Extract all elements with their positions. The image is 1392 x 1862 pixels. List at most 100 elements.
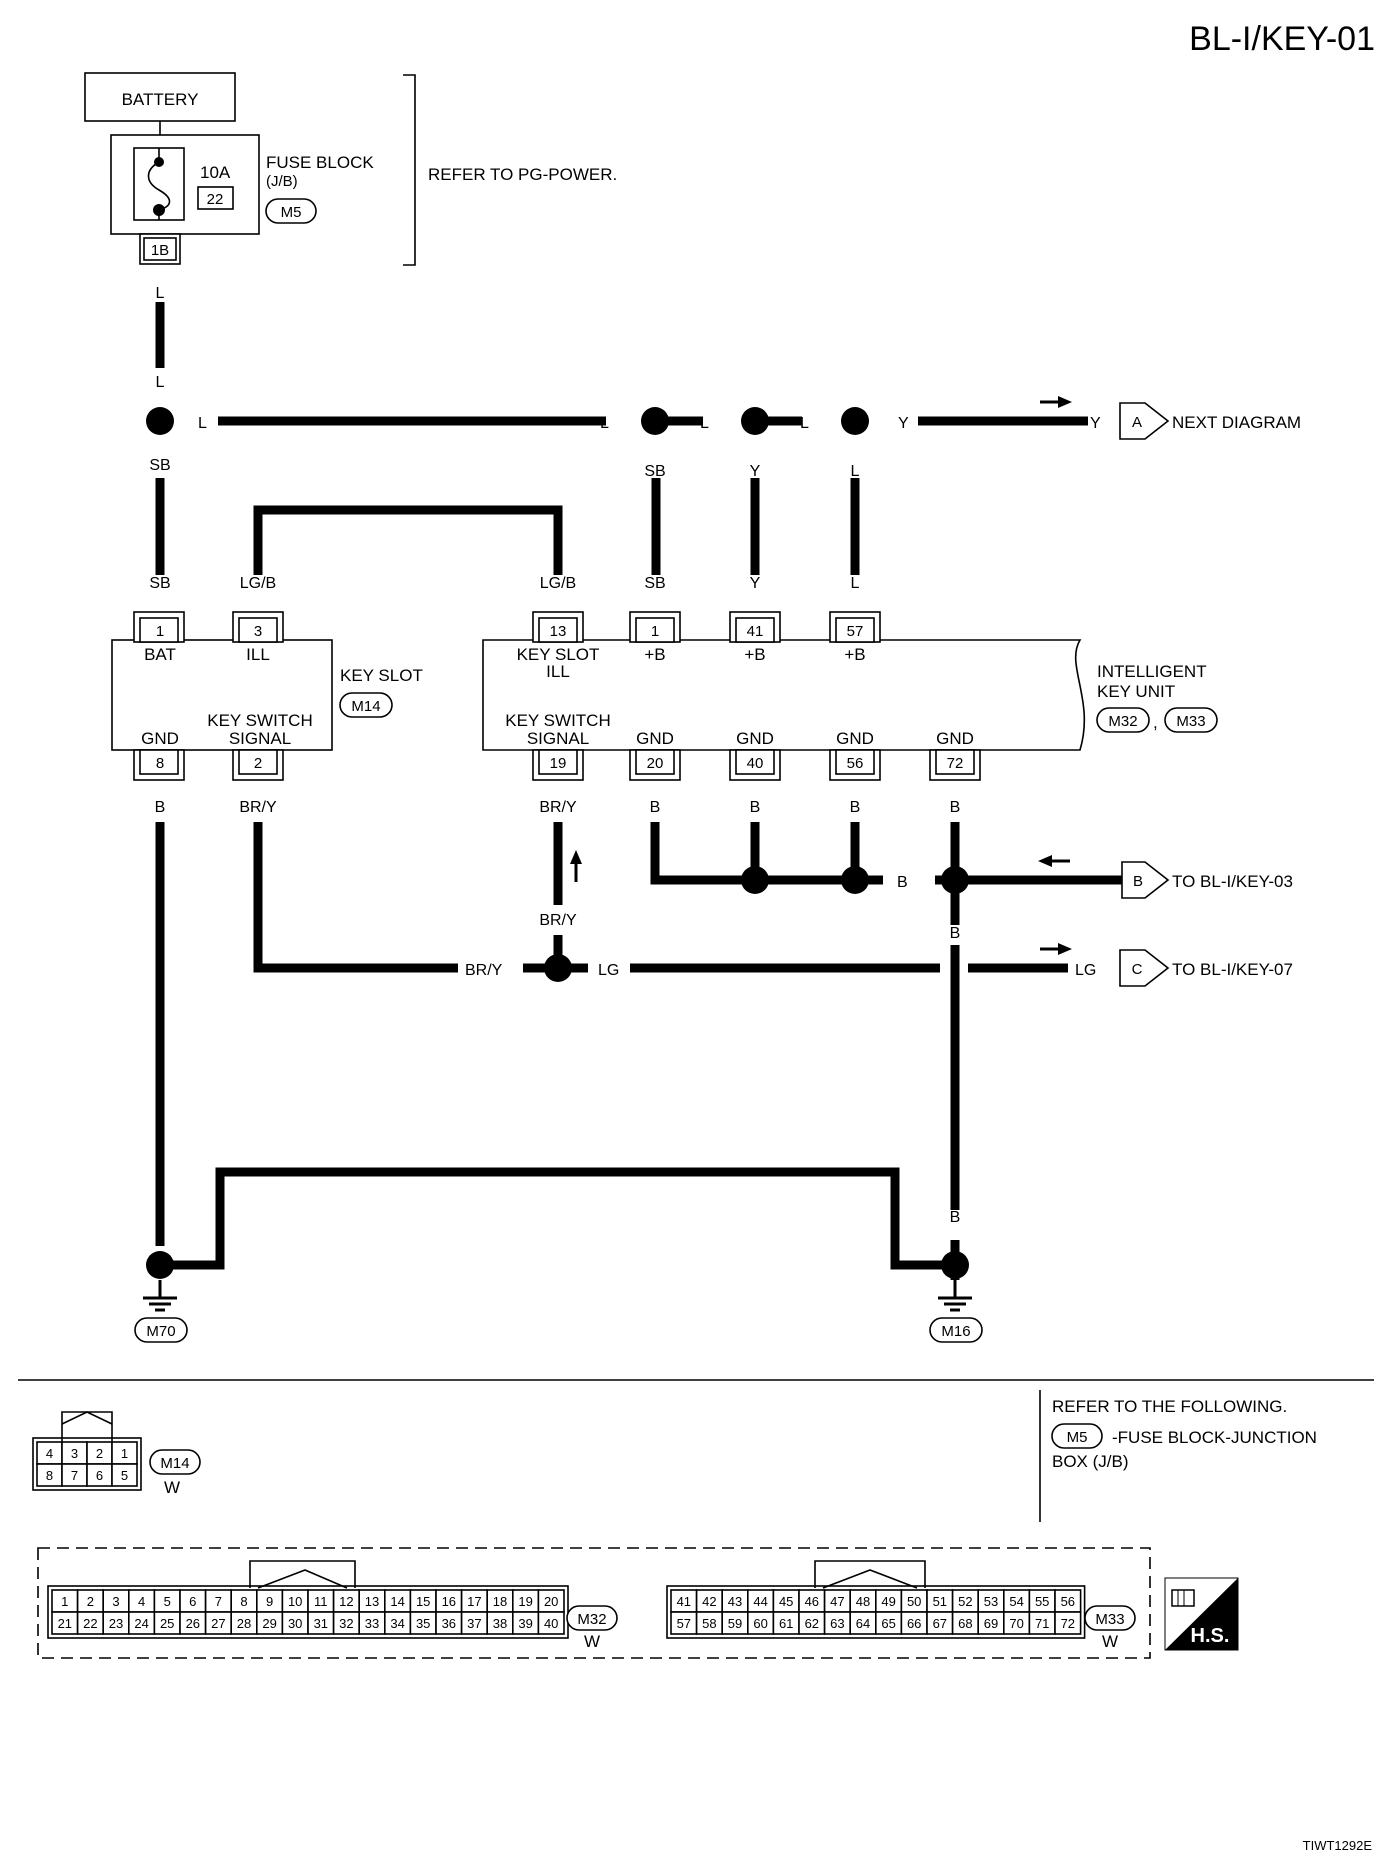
m33-pin-label: 68 (958, 1616, 972, 1631)
m32-pin-label: 5 (164, 1594, 171, 1609)
flow-arrows (570, 396, 1072, 955)
fuse-block-name: FUSE BLOCK (266, 153, 374, 172)
svg-text:40: 40 (747, 755, 764, 772)
iku-key-slot-ill-2: ILL (546, 662, 570, 681)
wire-label: BR/Y (239, 799, 277, 816)
iku-gnd-label: GND (736, 729, 774, 748)
key-slot-terminal-3: 3 (232, 611, 284, 643)
m32-pin-label: 39 (518, 1616, 532, 1631)
fuse-block-sub: (J/B) (266, 173, 298, 190)
legend-refer: REFER TO THE FOLLOWING. M5 -FUSE BLOCK-J… (1051, 1397, 1317, 1471)
svg-text:72: 72 (947, 755, 964, 772)
wire-label: B (750, 799, 761, 816)
svg-text:A: A (1132, 414, 1142, 431)
svg-text:,: , (1153, 713, 1158, 732)
m32-pin-label: 32 (339, 1616, 353, 1631)
m32-pin-label: 23 (109, 1616, 123, 1631)
arrow-a-text: NEXT DIAGRAM (1172, 413, 1301, 432)
fuse-connector: M5 (281, 204, 302, 221)
iku-gnd-label: GND (836, 729, 874, 748)
m14-pin-label: 2 (96, 1446, 103, 1461)
iku-terminal-41: 41 (729, 611, 781, 643)
m33-pin-label: 47 (830, 1594, 844, 1609)
iku-terminal-19: 19 (532, 749, 584, 781)
wires (155, 302, 1122, 1280)
fuse-rating: 10A (200, 163, 231, 182)
wire-label: L (156, 285, 165, 302)
iku-terminal-1: 1 (629, 611, 681, 643)
m32-pin-label: 24 (134, 1616, 148, 1631)
legend-m32-name: M32 (577, 1611, 606, 1628)
wire-label: B (155, 799, 166, 816)
wire-label: Y (750, 463, 761, 480)
svg-text:57: 57 (847, 623, 864, 640)
key-slot-ill-label: ILL (246, 645, 270, 664)
m33-pin-label: 49 (881, 1594, 895, 1609)
m33-pin-label: 60 (753, 1616, 767, 1631)
wire-label: B (950, 799, 961, 816)
refer-line-1: -FUSE BLOCK-JUNCTION (1112, 1428, 1317, 1447)
m33-pin-label: 72 (1061, 1616, 1075, 1631)
wire-label: LG/B (540, 575, 576, 592)
refer-title: REFER TO THE FOLLOWING. (1052, 1397, 1287, 1416)
hs-badge: H.S. (1164, 1577, 1239, 1651)
m33-pin-label: 64 (856, 1616, 870, 1631)
m32-pin-label: 16 (442, 1594, 456, 1609)
fuse-terminal: 1B (151, 242, 169, 259)
m33-pin-cell (1054, 1611, 1082, 1635)
m32-pin-label: 3 (112, 1594, 119, 1609)
key-slot-terminal-1: 1 (133, 611, 185, 643)
m32-pin-label: 27 (211, 1616, 225, 1631)
wire-label: SB (149, 457, 170, 474)
m14-outline (32, 1437, 142, 1491)
m33-pin-label: 58 (702, 1616, 716, 1631)
m32-pin-label: 8 (240, 1594, 247, 1609)
m33-pin-label: 69 (984, 1616, 998, 1631)
wire-label: BR/Y (539, 799, 577, 816)
ground-m16-label: M16 (941, 1323, 970, 1340)
svg-text:20: 20 (647, 755, 664, 772)
fuse-number: 22 (207, 191, 224, 208)
m32-pin-label: 38 (493, 1616, 507, 1631)
m33-pin-label: 43 (728, 1594, 742, 1609)
m33-pin-label: 67 (933, 1616, 947, 1631)
wire-label: L (851, 575, 860, 592)
m14-pin-label: 1 (121, 1446, 128, 1461)
arrow-c-text: TO BL-I/KEY-07 (1172, 960, 1293, 979)
m32-pin-label: 1 (61, 1594, 68, 1609)
iku-conn-b: M33 (1176, 713, 1205, 730)
m33-pin-label: 42 (702, 1594, 716, 1609)
ground-m70-label: M70 (146, 1323, 175, 1340)
m33-pin-label: 61 (779, 1616, 793, 1631)
key-slot-name: KEY SLOT (340, 666, 423, 685)
m32-pin-label: 10 (288, 1594, 302, 1609)
legend-m33-color: W (1102, 1632, 1118, 1651)
iku-terminal-72: 72 (929, 749, 981, 781)
iku-ks-signal-1: KEY SWITCH (505, 711, 610, 730)
m32-pin-label: 4 (138, 1594, 145, 1609)
legend-m14-color: W (164, 1478, 180, 1497)
wire-labels: L L L L L L Y Y SB SB Y L SB LG/B LG/B S… (149, 285, 1101, 1226)
svg-text:19: 19 (550, 755, 567, 772)
iku-terminal-57: 57 (829, 611, 881, 643)
iku-plus-b-label: +B (744, 645, 765, 664)
legend-m32-color: W (584, 1632, 600, 1651)
wire-label: B (155, 1209, 166, 1226)
m32-pin-label: 17 (467, 1594, 481, 1609)
ground-m70: M70 (134, 1280, 188, 1343)
m33-pin-label: 63 (830, 1616, 844, 1631)
key-slot: 1 3 8 2 BAT ILL GND KEY SWITCH SIGNAL KE… (111, 611, 423, 781)
wire-label: B (897, 874, 908, 891)
wire-label: Y (898, 415, 909, 432)
figure-code: TIWT1292E (1303, 1838, 1373, 1853)
refer-line-2: BOX (J/B) (1052, 1452, 1129, 1471)
iku-plus-b-label: +B (844, 645, 865, 664)
m14-pin-label: 8 (46, 1468, 53, 1483)
svg-text:8: 8 (156, 755, 164, 772)
m32-pin-label: 12 (339, 1594, 353, 1609)
key-slot-ks-label-2: SIGNAL (229, 729, 291, 748)
wire-label: LG/B (240, 575, 276, 592)
m14-pin-label: 4 (46, 1446, 53, 1461)
svg-text:3: 3 (254, 623, 262, 640)
